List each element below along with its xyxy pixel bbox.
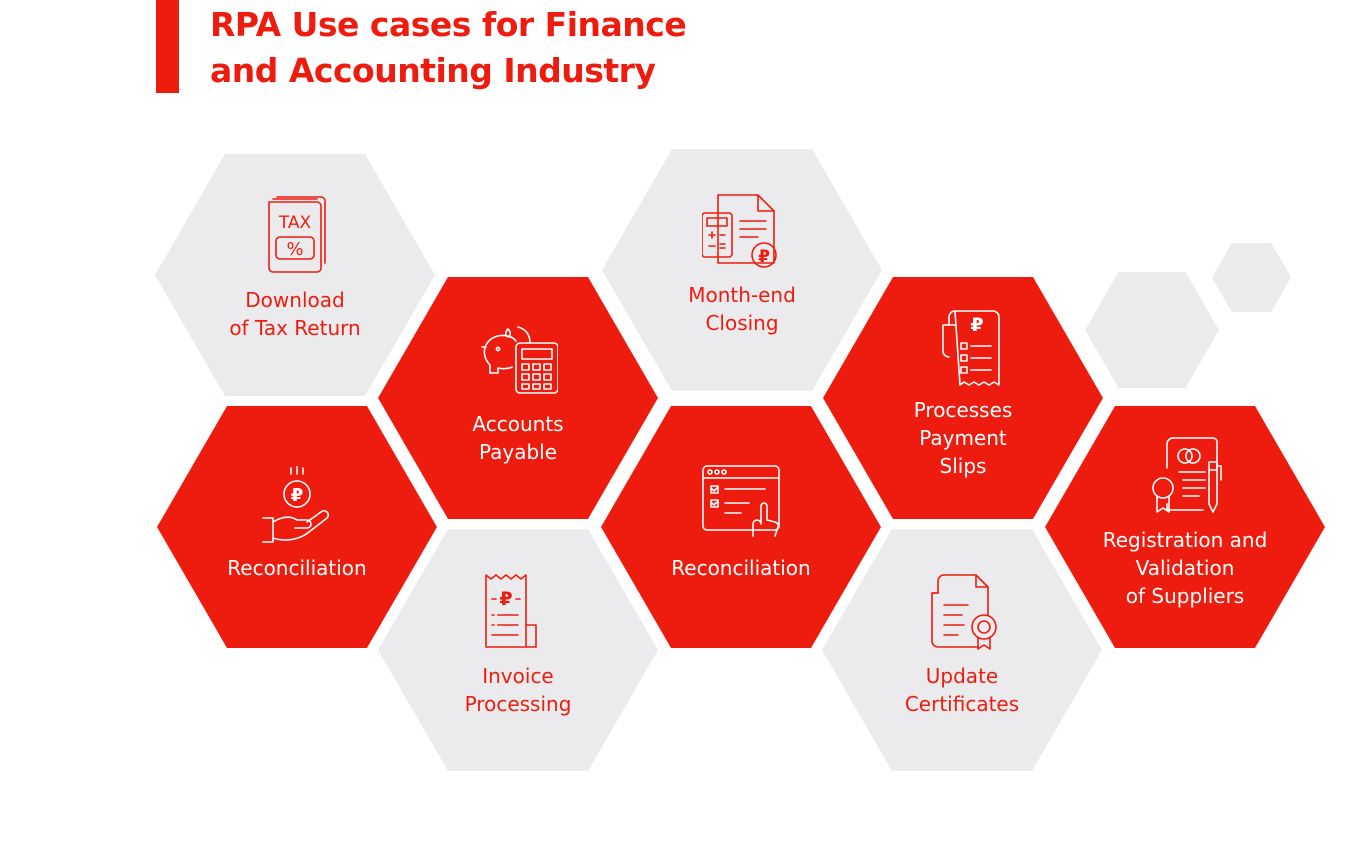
svg-text:₽: ₽ [970, 314, 983, 336]
page-title: RPA Use cases for Finance and Accounting… [210, 2, 687, 94]
hexagon-accounts-payable: Accounts Payable [378, 277, 658, 519]
hexagon-label: Processes Payment Slips [913, 398, 1013, 478]
hexagon-label: Registration and Validation of Suppliers [1102, 528, 1268, 608]
hexagon-registration-validation-suppliers: Registration and Validation of Suppliers [1045, 406, 1325, 648]
hexagon-label: Invoice Processing [464, 664, 572, 716]
hexagon-invoice-processing: ₽ Invoice Processing [378, 529, 658, 771]
certificate-document-icon [922, 571, 1002, 651]
checklist-browser-icon [701, 460, 781, 540]
hexagon-month-end-closing: ₽ Month-end Closing [602, 149, 882, 391]
hexagon-label: Download of Tax Return [229, 288, 361, 340]
hexagon-download-tax-return: TAX % Download of Tax Return [155, 154, 435, 396]
svg-text:₽: ₽ [291, 485, 304, 506]
svg-text:₽: ₽ [758, 247, 770, 267]
hexagon-label: Month-end Closing [688, 283, 796, 335]
hexagon-processes-payment-slips: ₽ Processes Payment Slips [823, 277, 1103, 519]
coin-hand-icon: ₽ [257, 466, 337, 546]
title-accent-bar [156, 0, 179, 93]
piggy-bank-calculator-icon [478, 317, 558, 397]
hexagon-label: Accounts Payable [472, 412, 564, 464]
calculator-document-icon: ₽ [702, 191, 782, 271]
hexagon-update-certificates: Update Certificates [822, 529, 1102, 771]
hexagon-label: Update Certificates [904, 664, 1020, 716]
payment-receipt-icon: ₽ [923, 307, 1003, 387]
page-title-line-2: and Accounting Industry [210, 51, 656, 90]
hexagon-label: Reconciliation [671, 556, 811, 580]
page-title-line-1: RPA Use cases for Finance [210, 5, 687, 44]
decorative-hexagon-medium [1085, 272, 1219, 388]
hexagon-reconciliation-coin: ₽ Reconciliation [157, 406, 437, 648]
svg-text:TAX: TAX [278, 213, 312, 233]
svg-text:%: % [286, 239, 303, 260]
invoice-receipt-icon: ₽ [478, 571, 558, 651]
decorative-hexagon-small [1212, 243, 1291, 312]
hexagon-label: Reconciliation [227, 556, 367, 580]
tax-book-icon: TAX % [255, 194, 335, 274]
hexagon-reconciliation-checklist: Reconciliation [601, 406, 881, 648]
svg-text:₽: ₽ [499, 588, 512, 610]
contract-pen-icon [1145, 436, 1225, 516]
